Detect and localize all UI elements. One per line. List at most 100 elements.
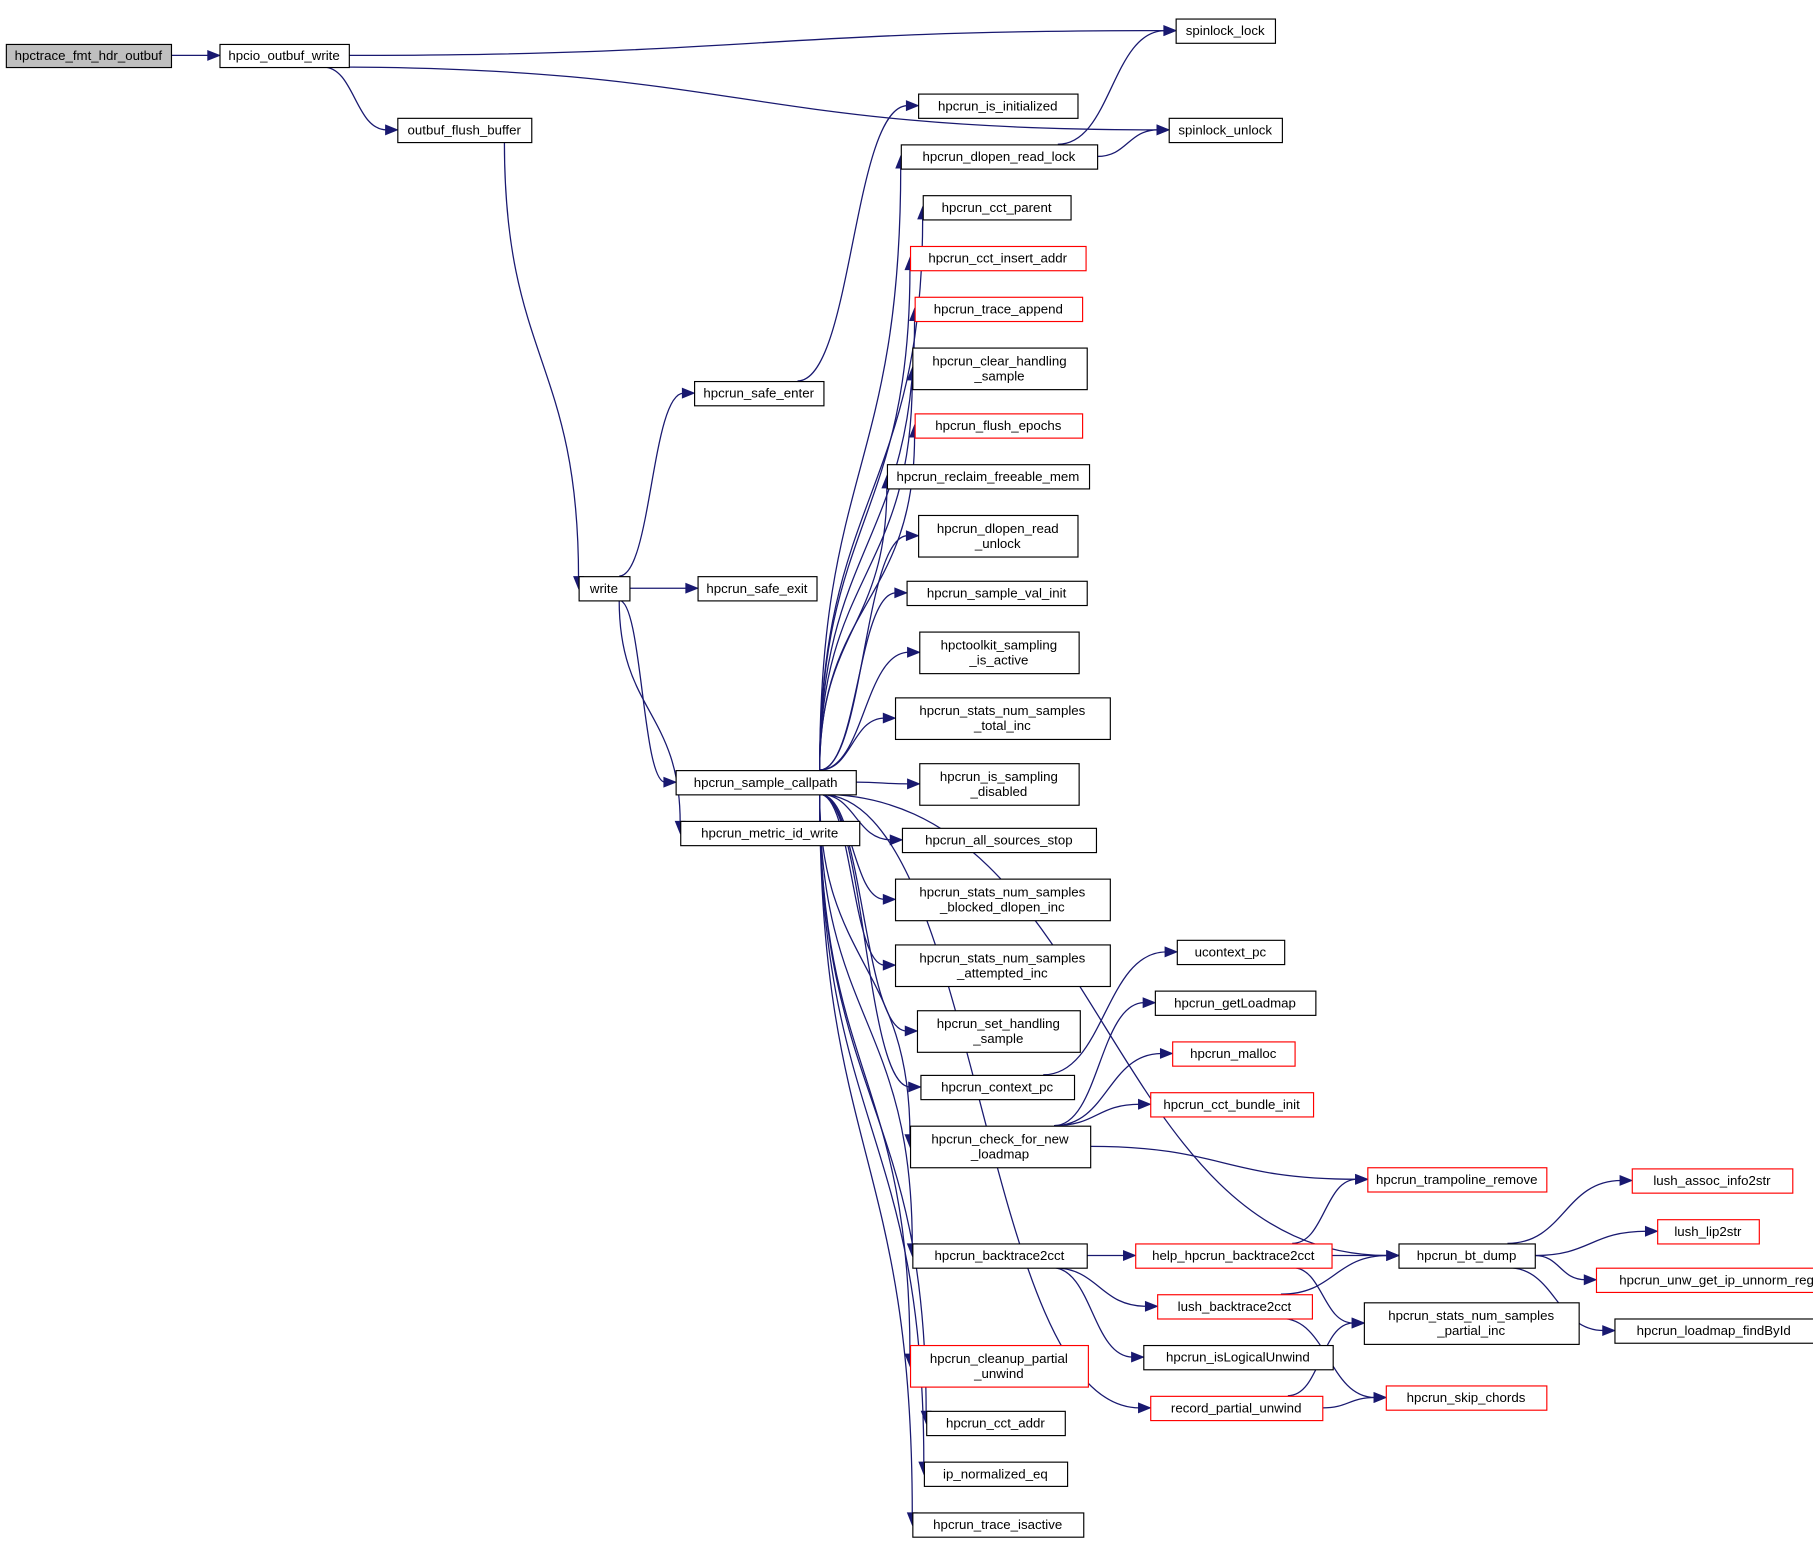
edge-line: [819, 535, 908, 771]
node-lush-assoc-info2str[interactable]: lush_assoc_info2str: [1631, 1168, 1794, 1194]
arrowhead-icon: [1138, 1402, 1152, 1414]
node-hpcrun-loadmap-findbyid[interactable]: hpcrun_loadmap_findById: [1614, 1318, 1813, 1344]
edge-hpcrun-sample-callpath-to-hpcrun-reclaim-freeable-mem: [819, 474, 893, 771]
node-help-hpcrun-backtrace2cct[interactable]: help_hpcrun_backtrace2cct: [1135, 1243, 1333, 1269]
node-hpcrun-reclaim-freeable-mem[interactable]: hpcrun_reclaim_freeable_mem: [886, 464, 1091, 490]
node-label: hpcrun_safe_exit: [706, 581, 807, 596]
node-label: hpcrun_trace_append: [934, 301, 1063, 316]
node-box: [923, 1461, 1069, 1487]
edge-line: [1051, 1266, 1147, 1307]
node-hpcrun-trace-append[interactable]: hpcrun_trace_append: [914, 296, 1084, 323]
node-hpctoolkit-sampling-is-active[interactable]: hpctoolkit_sampling_is_active: [919, 631, 1080, 675]
node-box: [919, 631, 1080, 675]
node-label: record_partial_unwind: [1171, 1401, 1302, 1416]
node-hpcrun-is-sampling-disabled[interactable]: hpcrun_is_sampling_disabled: [919, 763, 1080, 806]
edge-hpcrun-bt-dump-to-lush-assoc-info2str: [1507, 1174, 1634, 1245]
node-hpcrun-all-sources-stop[interactable]: hpcrun_all_sources_stop: [901, 827, 1098, 854]
node-label: hpcrun_backtrace2cct: [935, 1248, 1065, 1263]
node-hpcrun-cct-addr[interactable]: hpcrun_cct_addr: [926, 1410, 1066, 1437]
node-label: hpcio_outbuf_write: [228, 48, 339, 63]
edge-line: [819, 793, 885, 966]
node-hpcrun-trampoline-remove[interactable]: hpcrun_trampoline_remove: [1367, 1167, 1548, 1193]
node-hpctrace-fmt-hdr-outbuf[interactable]: hpctrace_fmt_hdr_outbuf: [5, 43, 173, 69]
node-hpcrun-dlopen-read-unlock[interactable]: hpcrun_dlopen_read_unlock: [918, 514, 1079, 558]
node-hpcrun-check-for-new-loadmap[interactable]: hpcrun_check_for_new_loadmap: [909, 1125, 1092, 1169]
node-box: [1363, 1302, 1580, 1345]
node-hpcrun-cct-parent[interactable]: hpcrun_cct_parent: [922, 195, 1072, 221]
node-label: _total_inc: [973, 718, 1031, 733]
node-hpcrun-skip-chords[interactable]: hpcrun_skip_chords: [1385, 1385, 1548, 1411]
node-lush-backtrace2cct[interactable]: lush_backtrace2cct: [1157, 1294, 1313, 1320]
edge-line: [1322, 1396, 1376, 1409]
node-label: hpcrun_cct_addr: [946, 1416, 1045, 1431]
node-hpcrun-sample-val-init[interactable]: hpcrun_sample_val_init: [906, 580, 1088, 607]
node-record-partial-unwind[interactable]: record_partial_unwind: [1150, 1395, 1324, 1422]
node-write[interactable]: write: [578, 576, 631, 602]
arrowhead-icon: [1386, 1250, 1400, 1261]
edge-help-hpcrun-backtrace2cct-to-hpcrun-trampoline-remove: [1292, 1173, 1369, 1245]
edge-line: [819, 793, 911, 1088]
node-box: [912, 347, 1088, 391]
node-outbuf-flush-buffer[interactable]: outbuf_flush_buffer: [397, 117, 533, 144]
node-lush-lip2str[interactable]: lush_lip2str: [1657, 1219, 1760, 1245]
node-hpcrun-stats-num-samples-attempted-inc[interactable]: hpcrun_stats_num_samples_attempted_inc: [894, 944, 1111, 988]
node-hpcrun-sample-callpath[interactable]: hpcrun_sample_callpath: [675, 770, 857, 796]
node-box: [918, 93, 1079, 119]
node-hpcio-outbuf-write[interactable]: hpcio_outbuf_write: [219, 43, 350, 69]
node-label: outbuf_flush_buffer: [408, 122, 522, 137]
node-box: [1168, 117, 1283, 144]
node-ucontext-pc[interactable]: ucontext_pc: [1176, 939, 1286, 966]
node-hpcrun-clear-handling-sample[interactable]: hpcrun_clear_handling_sample: [912, 347, 1088, 391]
edge-write-to-hpcrun-sample-callpath: [618, 599, 678, 788]
node-hpcrun-cct-insert-addr[interactable]: hpcrun_cct_insert_addr: [909, 245, 1087, 272]
node-hpcrun-is-initialized[interactable]: hpcrun_is_initialized: [918, 93, 1079, 119]
node-hpcrun-stats-num-samples-blocked-dlopen-inc[interactable]: hpcrun_stats_num_samples_blocked_dlopen_…: [894, 878, 1111, 922]
node-hpcrun-backtrace2cct[interactable]: hpcrun_backtrace2cct: [912, 1243, 1088, 1269]
node-hpcrun-safe-exit[interactable]: hpcrun_safe_exit: [697, 576, 818, 602]
node-hpcrun-cct-bundle-init[interactable]: hpcrun_cct_bundle_init: [1150, 1092, 1315, 1118]
node-hpcrun-safe-enter[interactable]: hpcrun_safe_enter: [694, 380, 825, 407]
node-box: [1595, 1267, 1813, 1294]
node-label: _sample: [973, 368, 1024, 383]
node-label: write: [589, 581, 618, 596]
node-hpcrun-stats-num-samples-partial-inc[interactable]: hpcrun_stats_num_samples_partial_inc: [1363, 1302, 1580, 1345]
node-hpcrun-stats-num-samples-total-inc[interactable]: hpcrun_stats_num_samples_total_inc: [894, 697, 1111, 741]
node-hpcrun-metric-id-write[interactable]: hpcrun_metric_id_write: [680, 820, 861, 847]
node-label: hpcrun_malloc: [1190, 1046, 1277, 1061]
node-hpcrun-cleanup-partial-unwind[interactable]: hpcrun_cleanup_partial_unwind: [909, 1344, 1089, 1388]
node-hpcrun-unw-get-ip-unnorm-reg[interactable]: hpcrun_unw_get_ip_unnorm_reg: [1595, 1267, 1813, 1294]
edge-hpcio-outbuf-write-to-outbuf-flush-buffer: [322, 66, 399, 136]
node-hpcrun-getloadmap[interactable]: hpcrun_getLoadmap: [1154, 990, 1317, 1016]
node-box: [1398, 1243, 1536, 1269]
edge-line: [819, 319, 916, 771]
node-hpcrun-context-pc[interactable]: hpcrun_context_pc: [920, 1074, 1076, 1101]
node-label: hpcrun_cct_bundle_init: [1163, 1097, 1300, 1112]
arrowhead-icon: [1619, 1174, 1634, 1186]
node-label: hpcrun_metric_id_write: [701, 826, 838, 841]
edge-line: [1534, 1230, 1647, 1257]
arrowhead-icon: [904, 1025, 919, 1037]
node-hpcrun-flush-epochs[interactable]: hpcrun_flush_epochs: [914, 413, 1084, 439]
edge-line: [819, 217, 924, 771]
edge-line: [819, 268, 911, 771]
node-box: [1150, 1092, 1315, 1118]
node-box: [900, 144, 1099, 170]
node-hpcrun-malloc[interactable]: hpcrun_malloc: [1172, 1041, 1296, 1067]
node-label: hpcrun_safe_enter: [703, 386, 814, 401]
node-hpcrun-trace-isactive[interactable]: hpcrun_trace_isactive: [912, 1512, 1085, 1538]
node-label: hpcrun_stats_num_samples: [919, 703, 1085, 718]
node-hpcrun-set-handling-sample[interactable]: hpcrun_set_handling_sample: [916, 1010, 1081, 1053]
edge-line: [503, 142, 580, 578]
node-hpcrun-islogicalunwind[interactable]: hpcrun_isLogicalUnwind: [1143, 1344, 1334, 1371]
node-ip-normalized-eq[interactable]: ip_normalized_eq: [923, 1461, 1069, 1487]
edge-line: [1507, 1179, 1622, 1245]
edge-line: [819, 794, 911, 1356]
node-hpcrun-bt-dump[interactable]: hpcrun_bt_dump: [1398, 1243, 1536, 1269]
node-label: hpcrun_skip_chords: [1407, 1390, 1526, 1405]
node-box: [1143, 1344, 1334, 1371]
node-box: [680, 820, 861, 847]
node-spinlock-lock[interactable]: spinlock_lock: [1175, 18, 1277, 44]
node-label: hpcrun_sample_val_init: [927, 585, 1067, 600]
node-spinlock-unlock[interactable]: spinlock_unlock: [1168, 117, 1283, 144]
node-hpcrun-dlopen-read-lock[interactable]: hpcrun_dlopen_read_lock: [900, 144, 1099, 170]
